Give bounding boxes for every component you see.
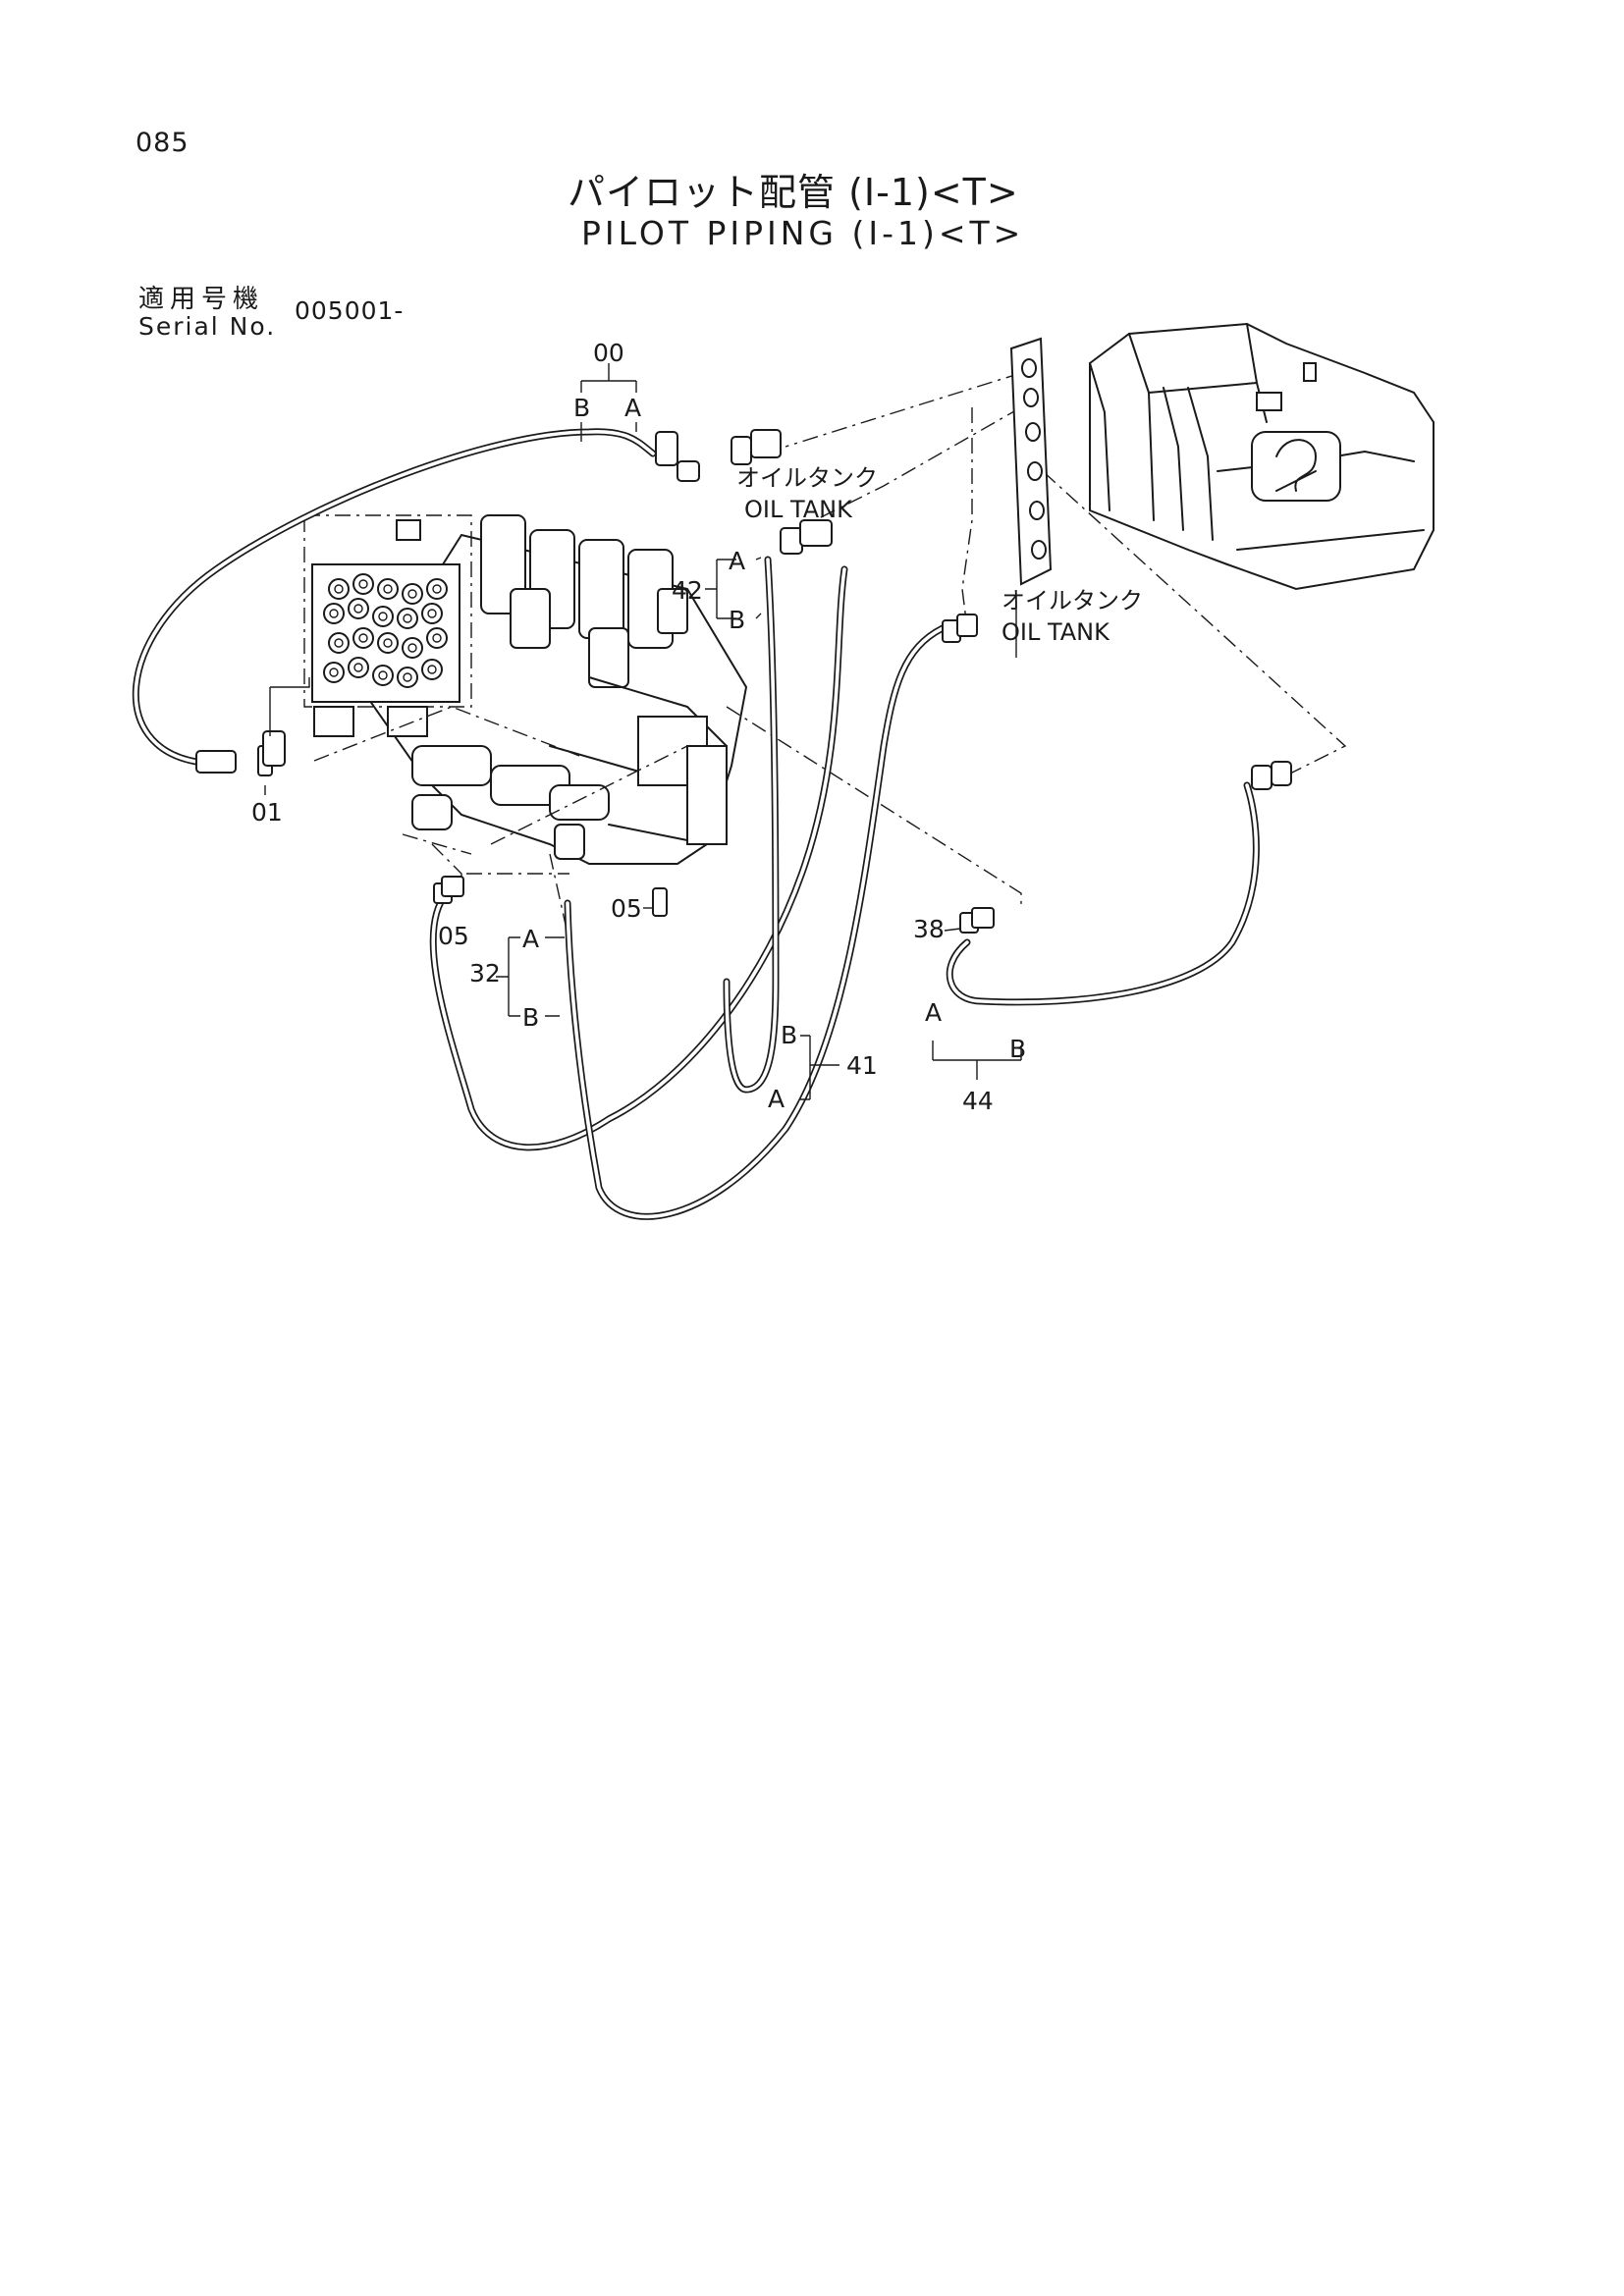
pilot-port <box>402 583 423 605</box>
serial-label-english: Serial No. <box>138 312 277 341</box>
pilot-port <box>348 598 369 619</box>
end-label-b-32: B <box>522 1003 539 1032</box>
oil-tank-label-en-2: OIL TANK <box>1001 618 1110 646</box>
pilot-port <box>323 603 345 624</box>
valve-spools <box>480 514 688 688</box>
callout-44: 44 <box>962 1087 994 1115</box>
pilot-port <box>397 667 418 688</box>
end-label-b-44: B <box>1009 1035 1026 1063</box>
oil-tank-label-en-1: OIL TANK <box>744 496 853 523</box>
callout-00: 00 <box>593 339 624 367</box>
end-label-b-41: B <box>781 1021 797 1049</box>
pilot-hoses <box>132 428 1260 1220</box>
callout-05-center: 05 <box>611 894 642 923</box>
pilot-port <box>377 632 399 654</box>
pilot-port <box>352 573 374 595</box>
manifold-hole <box>1021 358 1037 378</box>
serial-number-value: 005001- <box>295 296 405 325</box>
title-japanese: パイロット配管 (I-1)<T> <box>568 171 1019 214</box>
callout-32: 32 <box>469 959 501 988</box>
pilot-port <box>426 627 448 649</box>
excavator-outline <box>1089 322 1435 591</box>
callout-41: 41 <box>846 1051 878 1080</box>
callout-leaders <box>264 363 1022 1100</box>
pilot-port <box>328 578 350 600</box>
pilot-port <box>328 632 350 654</box>
pilot-port <box>421 659 443 680</box>
end-label-a-41: A <box>768 1085 785 1113</box>
callout-05-left: 05 <box>438 922 469 950</box>
manifold-bracket <box>1009 337 1053 586</box>
pilot-port <box>421 603 443 624</box>
pilot-port <box>377 578 399 600</box>
manifold-hole <box>1023 388 1039 407</box>
pilot-port <box>397 608 418 629</box>
control-valve <box>352 514 748 865</box>
page-number: 085 <box>135 128 189 158</box>
end-label-a-32: A <box>522 925 539 953</box>
pilot-port <box>348 657 369 678</box>
fittings <box>195 429 1292 934</box>
pilot-port <box>372 665 394 686</box>
manifold-hole <box>1025 422 1041 442</box>
hose <box>946 781 1260 1006</box>
callout-01: 01 <box>251 798 283 827</box>
pilot-ports <box>323 573 448 688</box>
oil-tank-label-jp-1: オイルタンク <box>736 464 878 492</box>
end-label-b-42: B <box>729 606 745 634</box>
oil-tank-label-jp-2: オイルタンク <box>1001 587 1143 614</box>
title-english: PILOT PIPING (I-1)<T> <box>581 214 1025 252</box>
pilot-port <box>352 627 374 649</box>
serial-label-japanese: 適用号機 <box>138 285 265 314</box>
callout-38: 38 <box>913 915 945 943</box>
manifold-hole <box>1027 461 1043 481</box>
pilot-port <box>323 662 345 683</box>
callout-42: 42 <box>672 576 703 605</box>
pilot-port <box>426 578 448 600</box>
pilot-port <box>372 606 394 627</box>
pilot-port <box>402 637 423 659</box>
end-label-a-44: A <box>925 998 942 1027</box>
end-label-a-42: A <box>729 547 745 575</box>
end-label-b-00: B <box>573 394 590 422</box>
manifold-hole <box>1029 501 1045 520</box>
end-label-a-00: A <box>624 394 641 422</box>
manifold-hole <box>1031 540 1047 560</box>
